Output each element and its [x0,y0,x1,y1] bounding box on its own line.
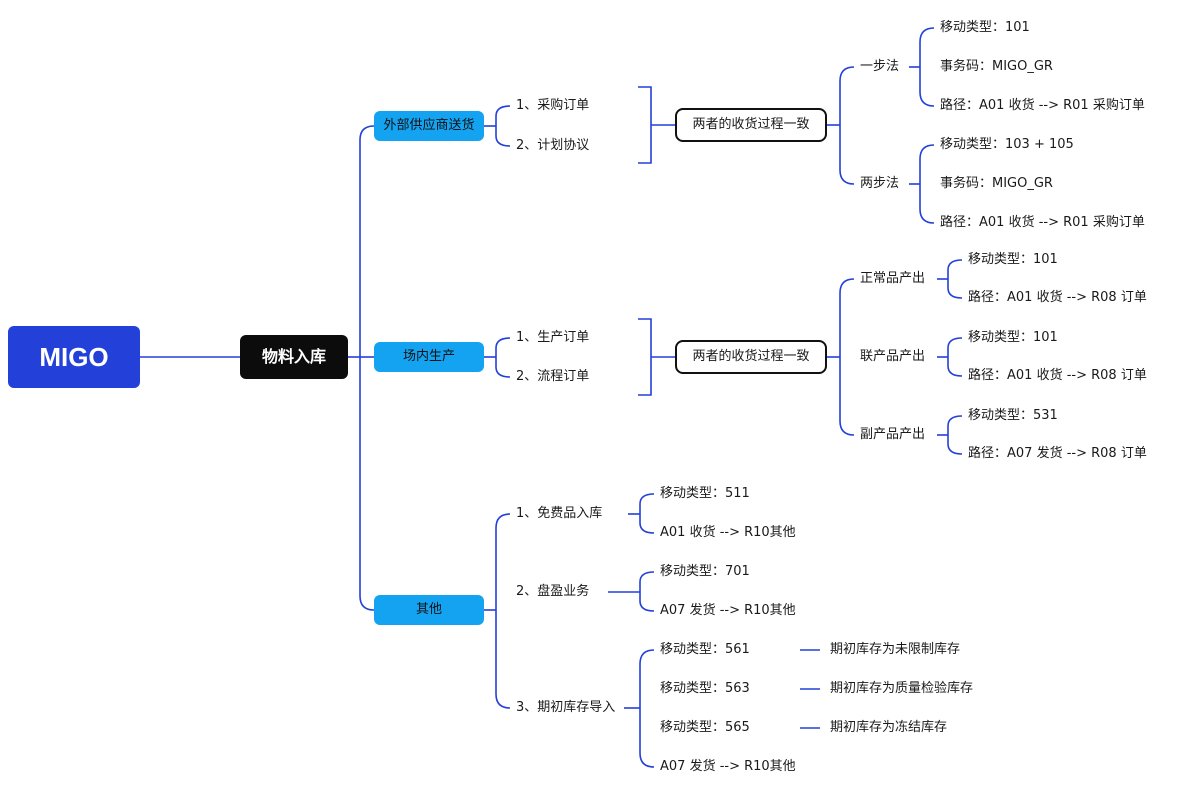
detail-movement-type[interactable]: 移动类型：701 [660,564,750,579]
detail-path[interactable]: 路径：A01 收货 --> R08 订单 [968,290,1147,305]
method-two-step[interactable]: 两步法 [860,176,900,191]
detail-path[interactable]: 路径：A01 收货 --> R08 订单 [968,368,1147,383]
detail-movement-type[interactable]: 移动类型：101 [968,330,1058,345]
root-node[interactable]: MIGO [8,326,140,388]
detail-tcode[interactable]: 事务码：MIGO_GR [940,59,1053,74]
detail-movement-type[interactable]: 移动类型：565 [660,720,750,735]
item-initial-stock-import[interactable]: 3、期初库存导入 [516,700,616,715]
detail-path[interactable]: 路径：A01 收货 --> R01 采购订单 [940,98,1145,113]
main-topic-node[interactable]: 物料入库 [240,335,348,379]
detail-path[interactable]: A07 发货 --> R10其他 [660,759,796,774]
note-unrestricted-stock[interactable]: 期初库存为未限制库存 [830,642,961,657]
item-free-goods[interactable]: 1、免费品入库 [516,506,603,521]
detail-movement-type[interactable]: 移动类型：531 [968,408,1058,423]
note-same-process-2[interactable]: 两者的收货过程一致 [675,340,827,374]
item-scheduling-agreement[interactable]: 2、计划协议 [516,138,590,153]
category-inhouse-production[interactable]: 场内生产 [374,342,484,372]
item-production-order[interactable]: 1、生产订单 [516,330,590,345]
note-quality-inspection-stock[interactable]: 期初库存为质量检验库存 [830,681,974,696]
detail-path[interactable]: 路径：A01 收货 --> R01 采购订单 [940,215,1145,230]
detail-movement-type[interactable]: 移动类型：103 + 105 [940,137,1074,152]
item-process-order[interactable]: 2、流程订单 [516,369,590,384]
output-by-product[interactable]: 副产品产出 [860,427,926,442]
detail-movement-type[interactable]: 移动类型：561 [660,642,750,657]
note-same-process-1[interactable]: 两者的收货过程一致 [675,108,827,142]
detail-movement-type[interactable]: 移动类型：101 [940,20,1030,35]
item-purchase-order[interactable]: 1、采购订单 [516,98,590,113]
detail-path[interactable]: A07 发货 --> R10其他 [660,603,796,618]
category-other[interactable]: 其他 [374,595,484,625]
detail-path[interactable]: 路径：A07 发货 --> R08 订单 [968,446,1147,461]
detail-movement-type[interactable]: 移动类型：511 [660,486,750,501]
detail-movement-type[interactable]: 移动类型：101 [968,252,1058,267]
detail-path[interactable]: A01 收货 --> R10其他 [660,525,796,540]
note-blocked-stock[interactable]: 期初库存为冻结库存 [830,720,948,735]
method-one-step[interactable]: 一步法 [860,59,900,74]
output-normal[interactable]: 正常品产出 [860,271,926,286]
detail-tcode[interactable]: 事务码：MIGO_GR [940,176,1053,191]
item-inventory-surplus[interactable]: 2、盘盈业务 [516,584,590,599]
detail-movement-type[interactable]: 移动类型：563 [660,681,750,696]
output-co-product[interactable]: 联产品产出 [860,349,926,364]
category-external-supplier[interactable]: 外部供应商送货 [374,111,484,141]
